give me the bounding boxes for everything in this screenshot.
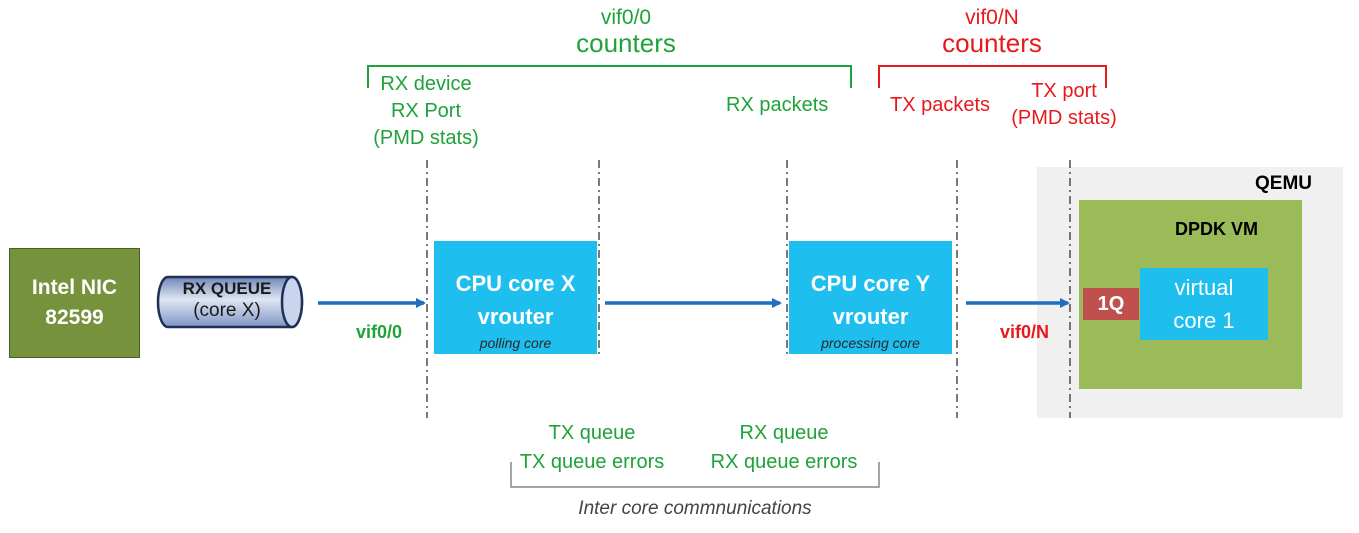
- cpu-core-x-line2: vrouter: [477, 304, 554, 329]
- rx-device-line1: RX device: [380, 73, 472, 95]
- green-bracket: [367, 65, 852, 88]
- inter-core-label: Inter core commnunications: [578, 498, 812, 519]
- vif0-0-heading-line1: vif0/0: [600, 6, 652, 29]
- qemu-label: QEMU: [1255, 173, 1312, 194]
- tx-packets-label: TX packets: [890, 94, 991, 116]
- rx-device-line2: RX Port: [390, 100, 462, 122]
- rx-queue-pipe: [156, 275, 304, 329]
- cpu-core-y-line2: vrouter: [832, 304, 909, 329]
- rx-queue-title: RX QUEUE: [182, 279, 272, 298]
- rx-device-label: RX device RX Port (PMD stats): [356, 71, 496, 152]
- cpu-core-x-box: CPU core X vrouter polling core: [434, 241, 597, 354]
- tx-queue-line2: TX queue errors: [519, 451, 665, 473]
- dpdk-vm-label: DPDK VM: [1175, 219, 1259, 239]
- tx-port-line2: (PMD stats): [1011, 107, 1117, 129]
- cpu-core-y-box: CPU core Y vrouter processing core: [789, 241, 952, 354]
- nic-line2: 82599: [45, 306, 104, 329]
- nic-line1: Intel NIC: [31, 276, 118, 299]
- rx-queue-line1: RX queue: [739, 422, 829, 444]
- virtual-core-box: virtual core 1: [1140, 268, 1268, 340]
- virtual-core-line1: virtual: [1174, 275, 1234, 300]
- vif0-0-label: vif0/0: [356, 322, 403, 342]
- vif0-n-counters-heading: vif0/N counters: [890, 5, 1094, 56]
- vif0-n-label: vif0/N: [1000, 322, 1050, 342]
- tx-queue-label: TX queue TX queue errors: [512, 419, 672, 477]
- vif0-n-heading-line1: vif0/N: [965, 6, 1019, 29]
- tx-port-label: TX port (PMD stats): [996, 78, 1132, 132]
- rx-queue-pipe-text: RX QUEUE (core X): [164, 278, 290, 322]
- cpu-core-x-line1: CPU core X: [455, 271, 576, 296]
- cpu-core-y-sub: processing core: [821, 335, 920, 351]
- rx-queue-line2: RX queue errors: [710, 451, 858, 473]
- tx-queue-line1: TX queue: [548, 422, 636, 444]
- rx-queue-core: (core X): [193, 300, 261, 321]
- vif0-0-heading-line2: counters: [576, 28, 676, 58]
- red-bracket: [878, 65, 1107, 88]
- tx-port-line1: TX port: [1031, 80, 1097, 102]
- cpu-core-x-sub: polling core: [479, 335, 552, 351]
- rx-queue-label: RX queue RX queue errors: [704, 419, 864, 477]
- intel-nic-box: Intel NIC 82599: [9, 248, 140, 358]
- queue-1q-box: 1Q: [1083, 288, 1139, 320]
- vif0-0-counters-heading: vif0/0 counters: [524, 5, 728, 56]
- vif0-n-heading-line2: counters: [942, 28, 1042, 58]
- inter-core-bracket: [510, 462, 880, 488]
- cpu-core-y-line1: CPU core Y: [810, 271, 931, 296]
- virtual-core-line2: core 1: [1173, 308, 1235, 333]
- rx-packets-label: RX packets: [726, 94, 829, 116]
- rx-device-line3: (PMD stats): [373, 127, 479, 149]
